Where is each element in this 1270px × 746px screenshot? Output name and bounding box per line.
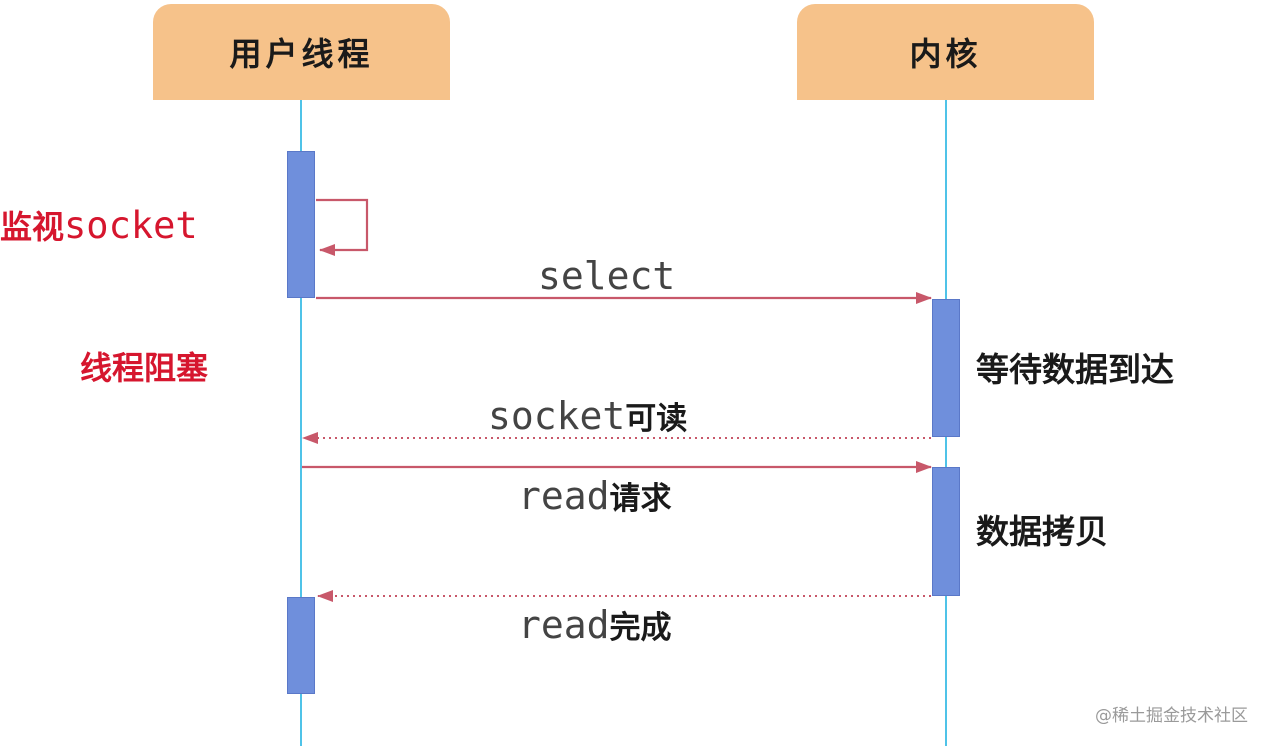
lifeline-user-thread (300, 100, 302, 746)
participant-user-thread: 用户线程 (153, 4, 450, 100)
note-data-copy: 数据拷贝 (976, 512, 1108, 551)
note-thread-blocked: 线程阻塞 (80, 349, 209, 387)
note-monitor-socket-text: socket (64, 204, 198, 247)
participant-kernel: 内核 (797, 4, 1094, 100)
label-socket-readable-cjk: 可读 (625, 401, 688, 437)
label-read-done-cjk: 完成 (609, 610, 672, 646)
activation-user-monitor (287, 151, 315, 298)
activation-kernel-wait (932, 299, 960, 437)
label-read-request-mono: read (518, 474, 610, 518)
note-monitor-socket: 监视socket (0, 207, 198, 244)
note-monitor-prefix: 监视 (0, 208, 65, 246)
activation-user-done (287, 597, 315, 694)
label-read-request-cjk: 请求 (609, 481, 672, 517)
activation-kernel-copy (932, 467, 960, 596)
arrow-self-monitor (316, 198, 369, 256)
participant-user-thread-label: 用户线程 (229, 35, 374, 73)
label-read-request: read请求 (518, 477, 672, 515)
label-read-done-mono: read (518, 603, 610, 647)
note-wait-data: 等待数据到达 (976, 350, 1174, 389)
label-socket-readable: socket可读 (488, 397, 687, 435)
label-read-done: read完成 (518, 606, 672, 644)
label-socket-readable-mono: socket (488, 394, 626, 438)
participant-kernel-label: 内核 (909, 35, 982, 73)
label-select: select (538, 254, 676, 298)
watermark: @稀土掘金技术社区 (1095, 706, 1248, 726)
